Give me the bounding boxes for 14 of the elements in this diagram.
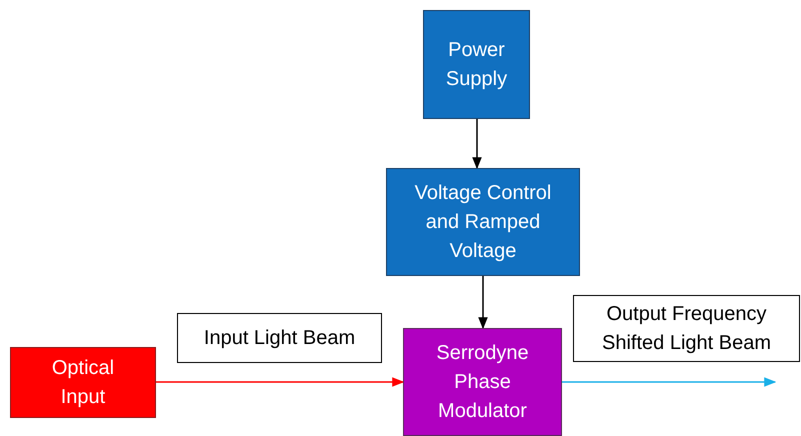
arrow — [478, 276, 488, 330]
arrow — [472, 119, 482, 170]
process-box — [10, 347, 156, 418]
arrow — [156, 377, 404, 387]
process-box — [403, 328, 562, 436]
node-label: Optical Input — [50, 356, 116, 410]
node-label: Power Supply — [444, 38, 508, 92]
node-label: Voltage Control and Ramped Voltage — [414, 180, 552, 264]
edge-label: Input Light Beam — [177, 313, 382, 363]
process-box — [386, 168, 580, 276]
edge-label: Output Frequency Shifted Light Beam — [573, 295, 800, 362]
node-label: Serrodyne Phase Modulator — [435, 340, 530, 424]
arrow — [562, 377, 776, 387]
process-box — [423, 10, 530, 119]
